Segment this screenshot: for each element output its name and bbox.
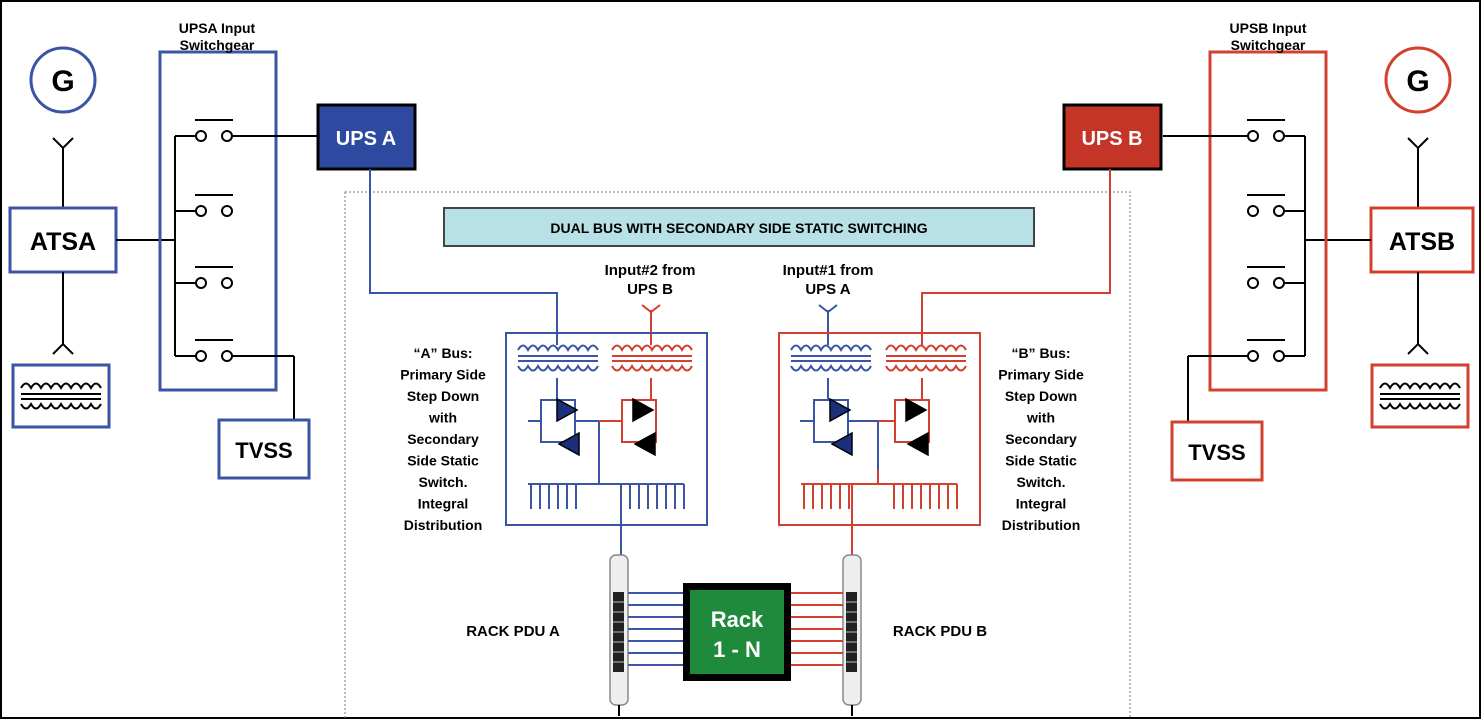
tvss-a-label: TVSS	[235, 438, 292, 463]
bus-b-description-line: Side Static	[1005, 453, 1077, 469]
bus-a-transformer-blue	[517, 344, 599, 372]
bus-b-description-line: Secondary	[1005, 431, 1077, 447]
generator-a-icon	[29, 46, 97, 114]
bus-b-pdu-box	[778, 332, 981, 526]
bus-a-description-line: with	[428, 410, 457, 426]
rack-label-1: Rack	[711, 607, 764, 632]
side-b: G ATSB UPSB Input Switchgear	[1062, 20, 1475, 482]
breaker-a-3	[175, 266, 233, 289]
switchgear-a-label-2: Switchgear	[180, 37, 255, 53]
rack-pdu-a-label: RACK PDU A	[466, 623, 560, 640]
bus-b-description-line: Primary Side	[998, 367, 1084, 383]
bus-a-pdu	[505, 332, 708, 555]
breaker-a-4	[175, 339, 233, 362]
generator-a-label: G	[51, 65, 74, 98]
bus-a-description-line: Step Down	[407, 388, 479, 404]
ats-a-box	[8, 206, 118, 274]
tvss-b-box	[1170, 420, 1264, 482]
utility-transformer-a	[11, 363, 111, 429]
breaker-b-1	[1247, 119, 1305, 142]
bus-b-pdu	[778, 332, 981, 555]
pdu-region-border	[344, 191, 1131, 719]
bus-b-description-line: with	[1026, 410, 1055, 426]
bus-a-description-line: “A” Bus:	[413, 345, 472, 361]
rack-pdu-b-label: RACK PDU B	[893, 623, 987, 640]
breaker-b-4	[1247, 339, 1305, 362]
bus-a-description-line: Distribution	[404, 517, 483, 533]
rack-cords-b	[791, 592, 843, 666]
ats-b-box	[1369, 206, 1475, 274]
bus-b-transformer-blue	[790, 344, 872, 372]
input1-label-1: Input#1 from	[783, 262, 874, 279]
breaker-a-1	[175, 119, 233, 142]
diagram-title: DUAL BUS WITH SECONDARY SIDE STATIC SWIT…	[550, 220, 927, 236]
switchgear-a-label-1: UPSA Input	[179, 20, 256, 36]
switchgear-b-label-2: Switchgear	[1231, 37, 1306, 53]
ups-b-label: UPS B	[1081, 128, 1142, 150]
tvss-b-label: TVSS	[1188, 440, 1245, 465]
bus-b-description-line: Switch.	[1016, 474, 1065, 490]
switchgear-b-label-1: UPSB Input	[1230, 20, 1307, 36]
title-banner	[443, 207, 1035, 247]
ups-b-box	[1062, 103, 1163, 171]
bus-a-description-line: Integral	[418, 496, 469, 512]
breaker-b-2	[1247, 194, 1305, 217]
bus-b-description-line: Distribution	[1002, 517, 1081, 533]
bus-b-description-line: “B” Bus:	[1011, 345, 1070, 361]
utility-transformer-b	[1370, 363, 1470, 429]
side-a: G ATSA UPSA Input Switchgear	[8, 20, 417, 480]
bus-a-description-line: Secondary	[407, 431, 479, 447]
generator-b-icon	[1384, 46, 1452, 114]
input2-label-1: Input#2 from	[605, 262, 696, 279]
bus-a-transformer-red	[611, 344, 693, 372]
input1-label-2: UPS A	[805, 281, 850, 298]
bus-a-distribution-taps	[530, 484, 685, 509]
bus-b-description-line: Integral	[1016, 496, 1067, 512]
feed-ups-b-to-pdu-b	[921, 169, 1111, 345]
rack-box	[690, 590, 784, 674]
generator-b-label: G	[1406, 65, 1429, 98]
bus-b-transformer-red	[885, 344, 967, 372]
breaker-b-3	[1247, 266, 1305, 289]
feed-ups-a-to-pdu-a	[369, 169, 558, 345]
ats-a-label: ATSA	[30, 228, 96, 256]
bus-a-description-line: Primary Side	[400, 367, 486, 383]
tvss-a-box	[217, 418, 311, 480]
bus-a-description-line: Side Static	[407, 453, 479, 469]
switchgear-b-box	[1208, 50, 1328, 392]
rack-cords-a	[628, 592, 683, 666]
bus-b-distribution-taps	[803, 484, 958, 509]
bus-a-pdu-box	[505, 332, 708, 526]
ats-b-label: ATSB	[1389, 228, 1455, 256]
rack-pdu-a	[609, 554, 629, 716]
bus-b-description-line: Step Down	[1005, 388, 1077, 404]
breaker-a-2	[175, 194, 233, 217]
ups-a-label: UPS A	[336, 128, 396, 150]
bus-a-description-line: Switch.	[418, 474, 467, 490]
switchgear-a-box	[158, 50, 278, 392]
rack-label-2: 1 - N	[713, 637, 761, 662]
ups-a-box	[316, 103, 417, 171]
rack-pdu-b	[842, 554, 862, 716]
input2-label-2: UPS B	[627, 281, 673, 298]
